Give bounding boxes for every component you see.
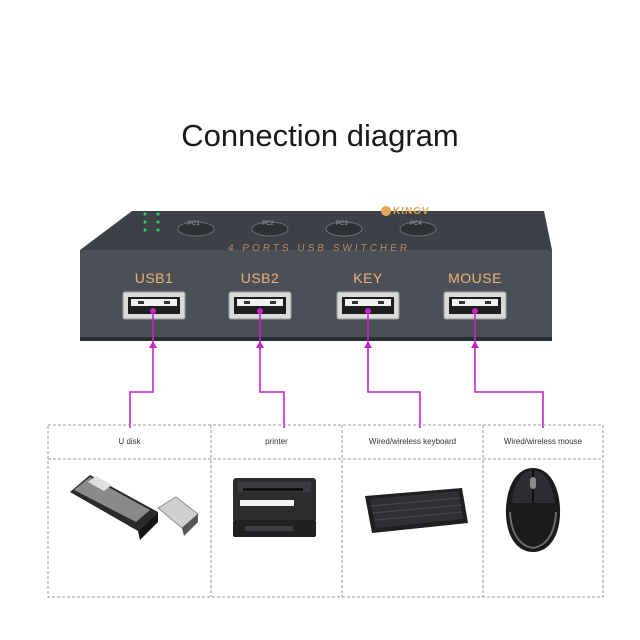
pc2-button-label: PC2 <box>262 221 274 227</box>
port-label-usb1: USB1 <box>134 270 174 286</box>
device-label-mouse: Wired/wireless mouse <box>503 437 583 446</box>
usb-flash-drive-image <box>70 475 199 540</box>
usb-port-2 <box>228 291 292 320</box>
device-label-printer: printer <box>265 437 288 446</box>
led-indicators <box>143 212 160 232</box>
pc1-button-label: PC1 <box>188 221 200 227</box>
connector-lines <box>129 312 544 428</box>
mouse-image <box>505 468 561 552</box>
printer-image <box>233 478 316 537</box>
port-label-key: KEY <box>353 270 383 286</box>
usb-port-1 <box>122 291 186 320</box>
usb-port-4 <box>443 291 507 320</box>
brand-logo-text: KINGV <box>393 206 430 217</box>
diagram-title: Connection diagram <box>181 118 459 153</box>
port-label-mouse: MOUSE <box>448 270 502 286</box>
device-label-u-disk: U disk <box>118 437 141 446</box>
usb-port-3 <box>336 291 400 320</box>
pc4-button-label: PC4 <box>410 221 422 227</box>
pc3-button-label: PC3 <box>336 221 348 227</box>
port-label-usb2: USB2 <box>240 270 280 286</box>
device-label-keyboard: Wired/wireless keyboard <box>368 437 457 446</box>
keyboard-image <box>365 488 468 533</box>
